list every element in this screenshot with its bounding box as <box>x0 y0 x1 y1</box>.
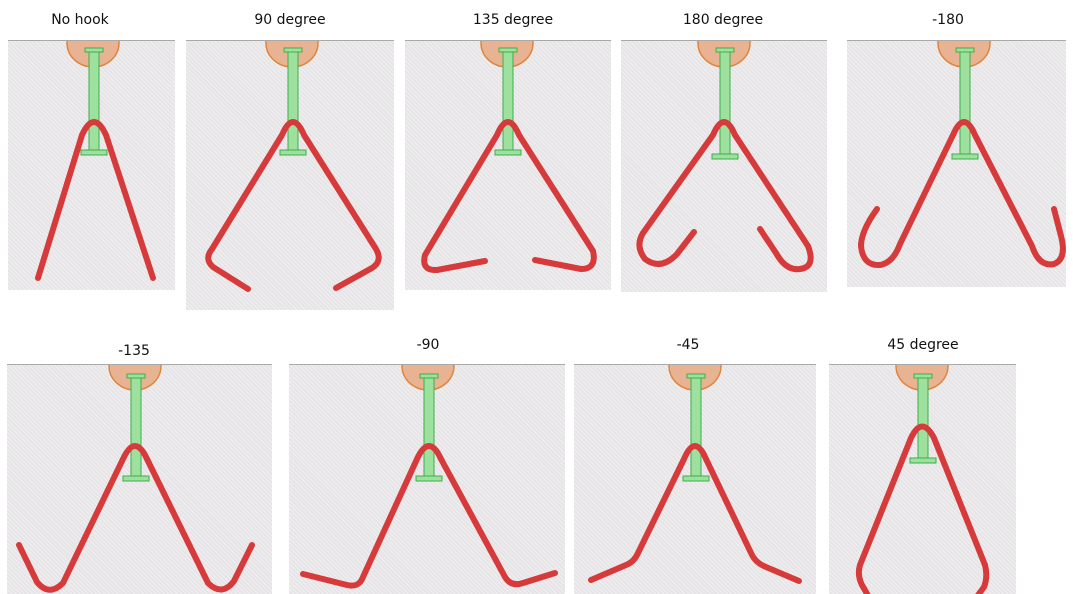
stud-top-plate <box>686 373 706 379</box>
stud-top-plate <box>283 47 303 53</box>
panel-90-degree <box>186 40 394 310</box>
stud-shaft <box>130 377 142 477</box>
stud-base-plate <box>909 457 937 464</box>
panel-135-degree <box>405 40 611 290</box>
rebar <box>300 443 558 589</box>
label-90-degree: 90 degree <box>254 12 326 28</box>
rebar <box>421 119 597 274</box>
label-45-degree: 45 degree <box>887 337 959 353</box>
stud-shaft <box>959 51 971 155</box>
stud-base-plate <box>122 475 150 482</box>
stud-base-plate <box>415 475 443 482</box>
stud-base-plate <box>80 149 108 156</box>
rebar <box>35 119 156 281</box>
stud-shaft <box>690 377 702 477</box>
stud-top-plate <box>84 47 104 53</box>
rebar <box>205 119 382 292</box>
label-neg-45: -45 <box>676 337 700 353</box>
rebar-hook-diagram <box>205 41 382 292</box>
stud-top-plate <box>913 373 933 379</box>
rebar <box>16 443 255 593</box>
panel-45-degree <box>829 364 1016 594</box>
label-135-degree: 135 degree <box>472 12 554 28</box>
stud-top-plate <box>955 47 975 53</box>
panel-no-hook <box>8 40 175 290</box>
panel-neg-135 <box>7 364 272 594</box>
stud-shaft <box>423 377 435 477</box>
stud-base-plate <box>711 153 739 160</box>
label-neg-135: -135 <box>118 343 150 359</box>
label-neg-90: -90 <box>416 337 440 353</box>
stud-base-plate <box>279 149 307 156</box>
stud-base-plate <box>951 153 979 160</box>
rebar-hook-diagram <box>588 365 802 584</box>
label-180-degree: 180 degree <box>682 12 764 28</box>
stud-shaft <box>88 51 100 151</box>
rebar-hook-diagram <box>636 41 814 273</box>
stud-shaft <box>502 51 514 151</box>
stud-shaft <box>287 51 299 151</box>
stud-shaft <box>917 377 929 459</box>
stud-base-plate <box>494 149 522 156</box>
label-neg-180: -180 <box>932 12 964 28</box>
panel-neg-180 <box>847 40 1066 287</box>
rebar-hook-diagram <box>855 365 990 594</box>
stud-base-plate <box>682 475 710 482</box>
rebar <box>588 443 802 584</box>
panel-180-degree <box>621 40 827 292</box>
stud-shaft <box>719 51 731 155</box>
stud-top-plate <box>419 373 439 379</box>
panel-neg-90 <box>289 364 565 594</box>
label-no-hook: No hook <box>51 12 109 28</box>
rebar <box>855 423 990 594</box>
panel-neg-45 <box>574 364 816 594</box>
rebar <box>636 119 814 273</box>
rebar-hook-diagram <box>300 365 558 589</box>
rebar-hook-diagram <box>16 365 255 593</box>
rebar-hook-diagram <box>35 41 156 281</box>
stud-top-plate <box>715 47 735 53</box>
rebar-hook-diagram <box>858 41 1066 269</box>
rebar-hook-diagram <box>421 41 597 274</box>
rebar <box>858 119 1066 269</box>
stud-top-plate <box>498 47 518 53</box>
stud-top-plate <box>126 373 146 379</box>
